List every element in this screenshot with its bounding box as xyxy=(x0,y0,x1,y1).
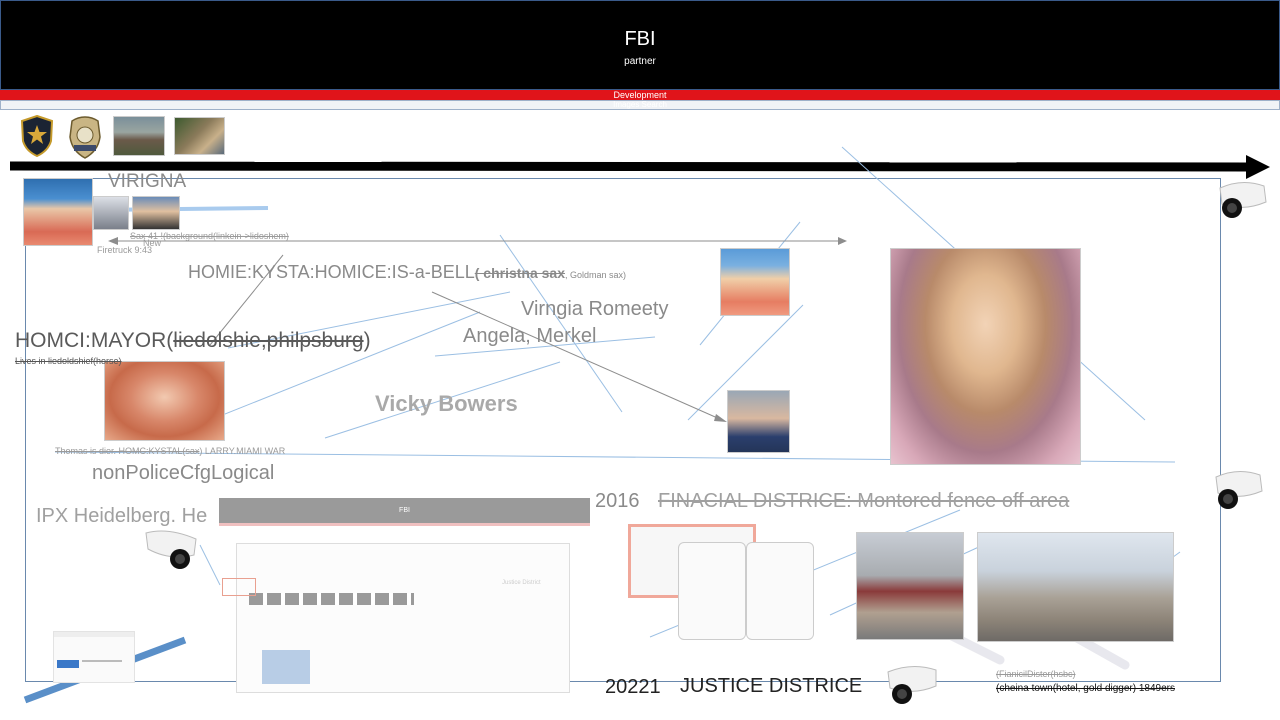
embedded-slide-thumbnail[interactable]: FBI Justice District xyxy=(219,498,590,693)
thomas-a-text: Thomas is dier. HOMC:KYSTAL( xyxy=(55,446,186,456)
lives-label: Lives in liedoldshief(horse) xyxy=(15,356,122,366)
fianicil-label: (FianicilDister(hsbc) xyxy=(996,669,1076,679)
financial-street-photo xyxy=(856,532,964,640)
thumbnail-header: FBI xyxy=(219,498,590,523)
police-shield-badge-icon xyxy=(68,115,102,159)
building-photo-1 xyxy=(113,116,165,156)
browser-screenshot-thumbnail[interactable] xyxy=(53,631,135,683)
homie-goldman-text: , Goldman sax) xyxy=(565,270,627,280)
woman-portrait-photo xyxy=(104,361,225,441)
homie-strike-text: ( christna sax xyxy=(474,265,565,281)
vicky-bowers-label: Vicky Bowers xyxy=(375,391,518,416)
homci-a-text: HOMCI:MAYOR( xyxy=(15,329,174,352)
development-bar[interactable]: Development xyxy=(0,90,1280,100)
thomas-b-text: ) LARRY.MIAMI WAR xyxy=(199,446,286,456)
timeline-arrow xyxy=(9,155,1270,179)
year-2016-label: 2016 xyxy=(595,490,640,512)
homie-main-text: HOMIE:KYSTA:HOMICE:IS-a-BELL xyxy=(188,262,475,282)
virigna-label: VIRIGNA xyxy=(108,171,187,192)
header-banner: FBI partner xyxy=(0,0,1280,90)
thumbnail-right-text: Justice District xyxy=(502,580,541,586)
homie-label: HOMIE:KYSTA:HOMICE:IS-a-BELL( christna s… xyxy=(188,262,626,283)
thomas-label: Thomas is dier. HOMC:KYSTAL(sax) LARRY.M… xyxy=(55,446,285,456)
new-label: New xyxy=(143,238,162,248)
chinatown-street-photo xyxy=(977,532,1174,642)
police-star-badge-icon xyxy=(20,114,54,158)
virginia-rometty-photo-2 xyxy=(720,248,790,316)
page-subtitle: partner xyxy=(624,56,656,67)
tablet-devices-image xyxy=(628,524,818,640)
page-title: FBI xyxy=(624,28,656,50)
homci-b-text: ) xyxy=(363,329,371,352)
security-camera-icon-1 xyxy=(1212,176,1272,224)
main-board-frame xyxy=(25,178,1221,682)
justice-district-label: JUSTICE DISTRICE xyxy=(680,675,863,697)
news-panel-photo xyxy=(93,196,129,230)
security-camera-icon-2 xyxy=(1208,465,1268,513)
nonpolice-label: nonPoliceCfgLogical xyxy=(92,462,275,484)
year-20221-label: 20221 xyxy=(605,676,661,698)
virngia-label: Virngia Romeety xyxy=(521,298,669,320)
security-camera-icon-3 xyxy=(142,525,202,573)
man-in-suit-photo xyxy=(132,196,180,230)
building-photo-2 xyxy=(174,117,225,155)
homci-strike-text: liedolshie,philpsburg xyxy=(173,329,364,352)
angela-label: Angela, Merkel xyxy=(463,325,597,347)
security-camera-icon-4 xyxy=(882,660,942,708)
cheina-town-label: (cheina town(hotel, gold digger) 1849ers xyxy=(996,683,1175,694)
angela-merkel-photo xyxy=(727,390,790,453)
virginia-rometty-photo-1 xyxy=(23,178,93,246)
firetruck-label: Firetruck 9:43 xyxy=(97,245,153,255)
homci-label: HOMCI:MAYOR(liedolshie,philpsburg) xyxy=(15,329,371,353)
vicky-bowers-portrait xyxy=(890,248,1081,465)
ipx-label: IPX Heidelberg. He xyxy=(36,505,208,527)
thomas-strike-text: sax xyxy=(185,446,200,456)
sax-label: Sax 41 !(background(linkein->lidoshem) xyxy=(130,231,289,241)
financial-district-label: FINACIAL DISTRICE: Montored fence off ar… xyxy=(658,490,1070,512)
